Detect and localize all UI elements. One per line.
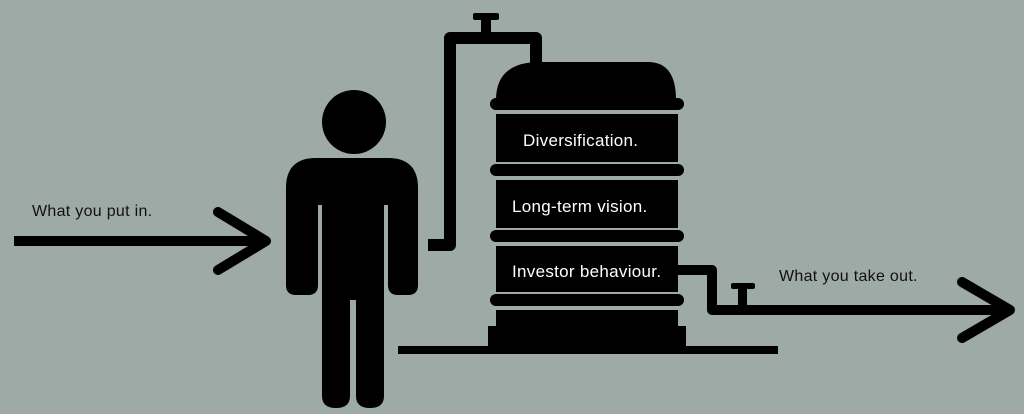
input-arrow <box>14 207 271 275</box>
tank-section-long-term-vision: Long-term vision. <box>512 197 648 216</box>
tank-section-diversification: Diversification. <box>523 131 639 150</box>
output-label: What you take out. <box>779 268 918 285</box>
outlet-pipe <box>676 265 755 315</box>
ground-line <box>398 346 778 354</box>
water-tank-icon <box>488 62 686 348</box>
input-label: What you put in. <box>32 203 153 220</box>
person-icon <box>286 90 418 408</box>
output-arrow <box>740 277 1015 343</box>
inlet-pipe <box>428 13 542 251</box>
tank-section-investor-behaviour: Investor behaviour. <box>512 262 662 281</box>
